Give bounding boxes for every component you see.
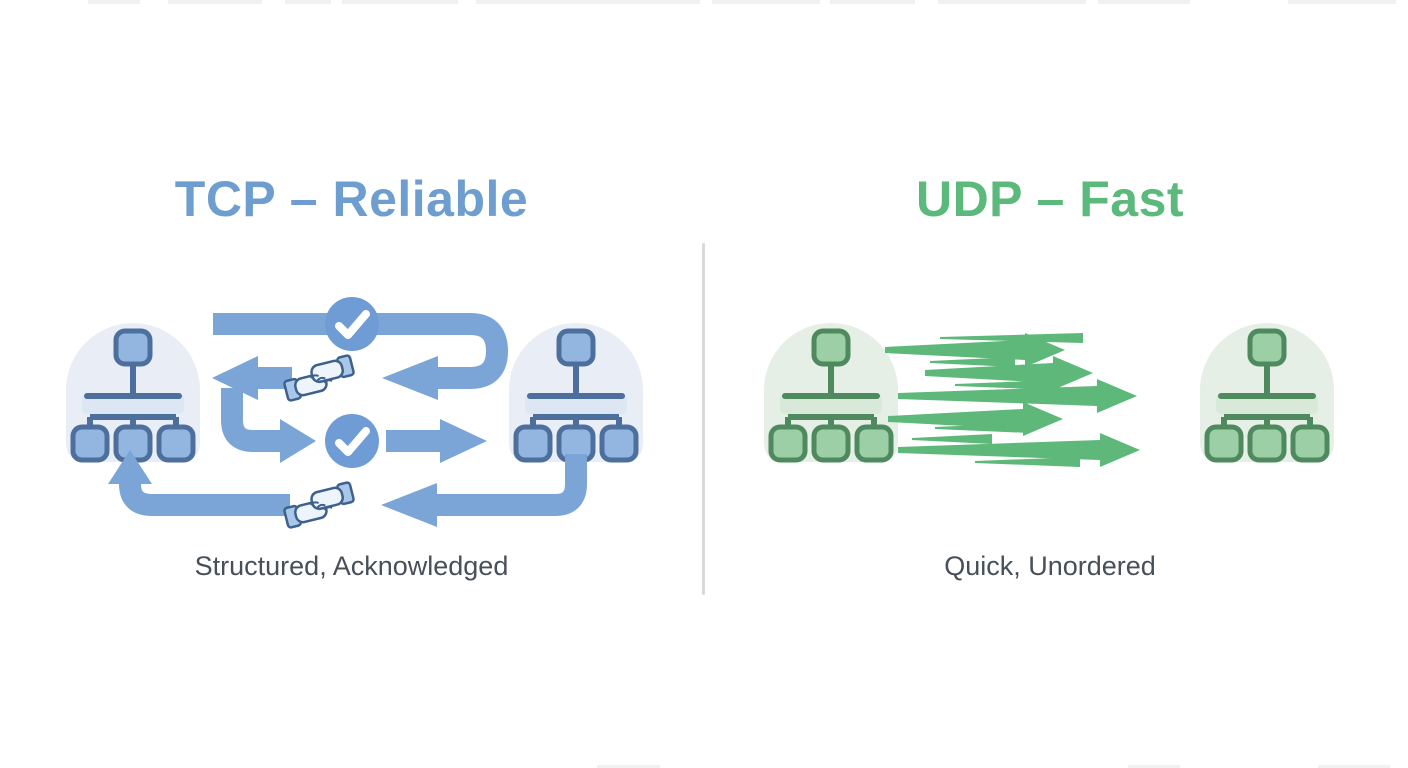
node-square (1290, 424, 1330, 463)
edge-mark (938, 0, 1086, 4)
handshake-icon (283, 481, 355, 529)
node-square (854, 424, 894, 463)
check-icon (325, 414, 379, 468)
edge-mark (342, 0, 458, 4)
edge-mark (1098, 0, 1190, 4)
speed-line (975, 457, 1080, 467)
edge-mark (168, 0, 262, 4)
arrowhead-left (212, 356, 258, 400)
edge-mark (285, 0, 331, 4)
node-square (1204, 424, 1244, 463)
arrowhead-right (280, 419, 316, 463)
tcp-flow-arrows (108, 313, 587, 527)
udp-diagram (764, 323, 1334, 467)
speed-arrow-icon (898, 379, 1137, 413)
node-square (70, 424, 110, 463)
check-icon (325, 297, 379, 351)
edge-mark (1288, 0, 1396, 4)
speed-arrow-icon (885, 333, 1065, 367)
speed-line (940, 333, 1083, 343)
handshake-icon (283, 354, 355, 402)
network-node-icon (1200, 323, 1334, 463)
arrowhead-left (381, 483, 437, 527)
node-square (768, 424, 808, 463)
node-square (1247, 424, 1287, 463)
flow-segment (119, 482, 290, 516)
network-node-icon (66, 323, 200, 463)
flow-segment (437, 454, 587, 516)
flow-segment (213, 313, 509, 389)
edge-mark (1128, 765, 1180, 768)
edge-mark (1318, 765, 1390, 768)
edge-mark (88, 0, 140, 4)
node-square (156, 424, 196, 463)
node-square (1247, 328, 1287, 367)
udp-speed-arrows (885, 333, 1140, 467)
arrowhead-right (440, 419, 487, 463)
speed-arrow-icon (888, 402, 1063, 436)
udp-panel-title: UDP – Fast (915, 171, 1185, 227)
edge-mark (712, 0, 820, 4)
udp-caption: Quick, Unordered (944, 551, 1156, 581)
arrowhead-left (382, 356, 438, 400)
network-node-icon (509, 323, 643, 463)
speed-line (935, 423, 1030, 433)
tcp-diagram (66, 297, 643, 529)
speed-line (930, 357, 1015, 367)
node-square (113, 328, 153, 367)
edge-mark (597, 765, 660, 768)
arrowhead-up (108, 450, 152, 484)
node-square (811, 424, 851, 463)
edge-mark (830, 0, 915, 4)
edge-mark (476, 0, 700, 4)
tcp-caption: Structured, Acknowledged (194, 551, 509, 581)
tcp-panel-title: TCP – Reliable (174, 171, 529, 227)
speed-line (912, 434, 992, 444)
speed-line (955, 380, 1060, 390)
flow-segment (221, 388, 280, 452)
panel-divider (702, 243, 705, 595)
node-square (599, 424, 639, 463)
node-square (556, 328, 596, 367)
node-square (811, 328, 851, 367)
node-square (513, 424, 553, 463)
network-node-icon (764, 323, 898, 463)
